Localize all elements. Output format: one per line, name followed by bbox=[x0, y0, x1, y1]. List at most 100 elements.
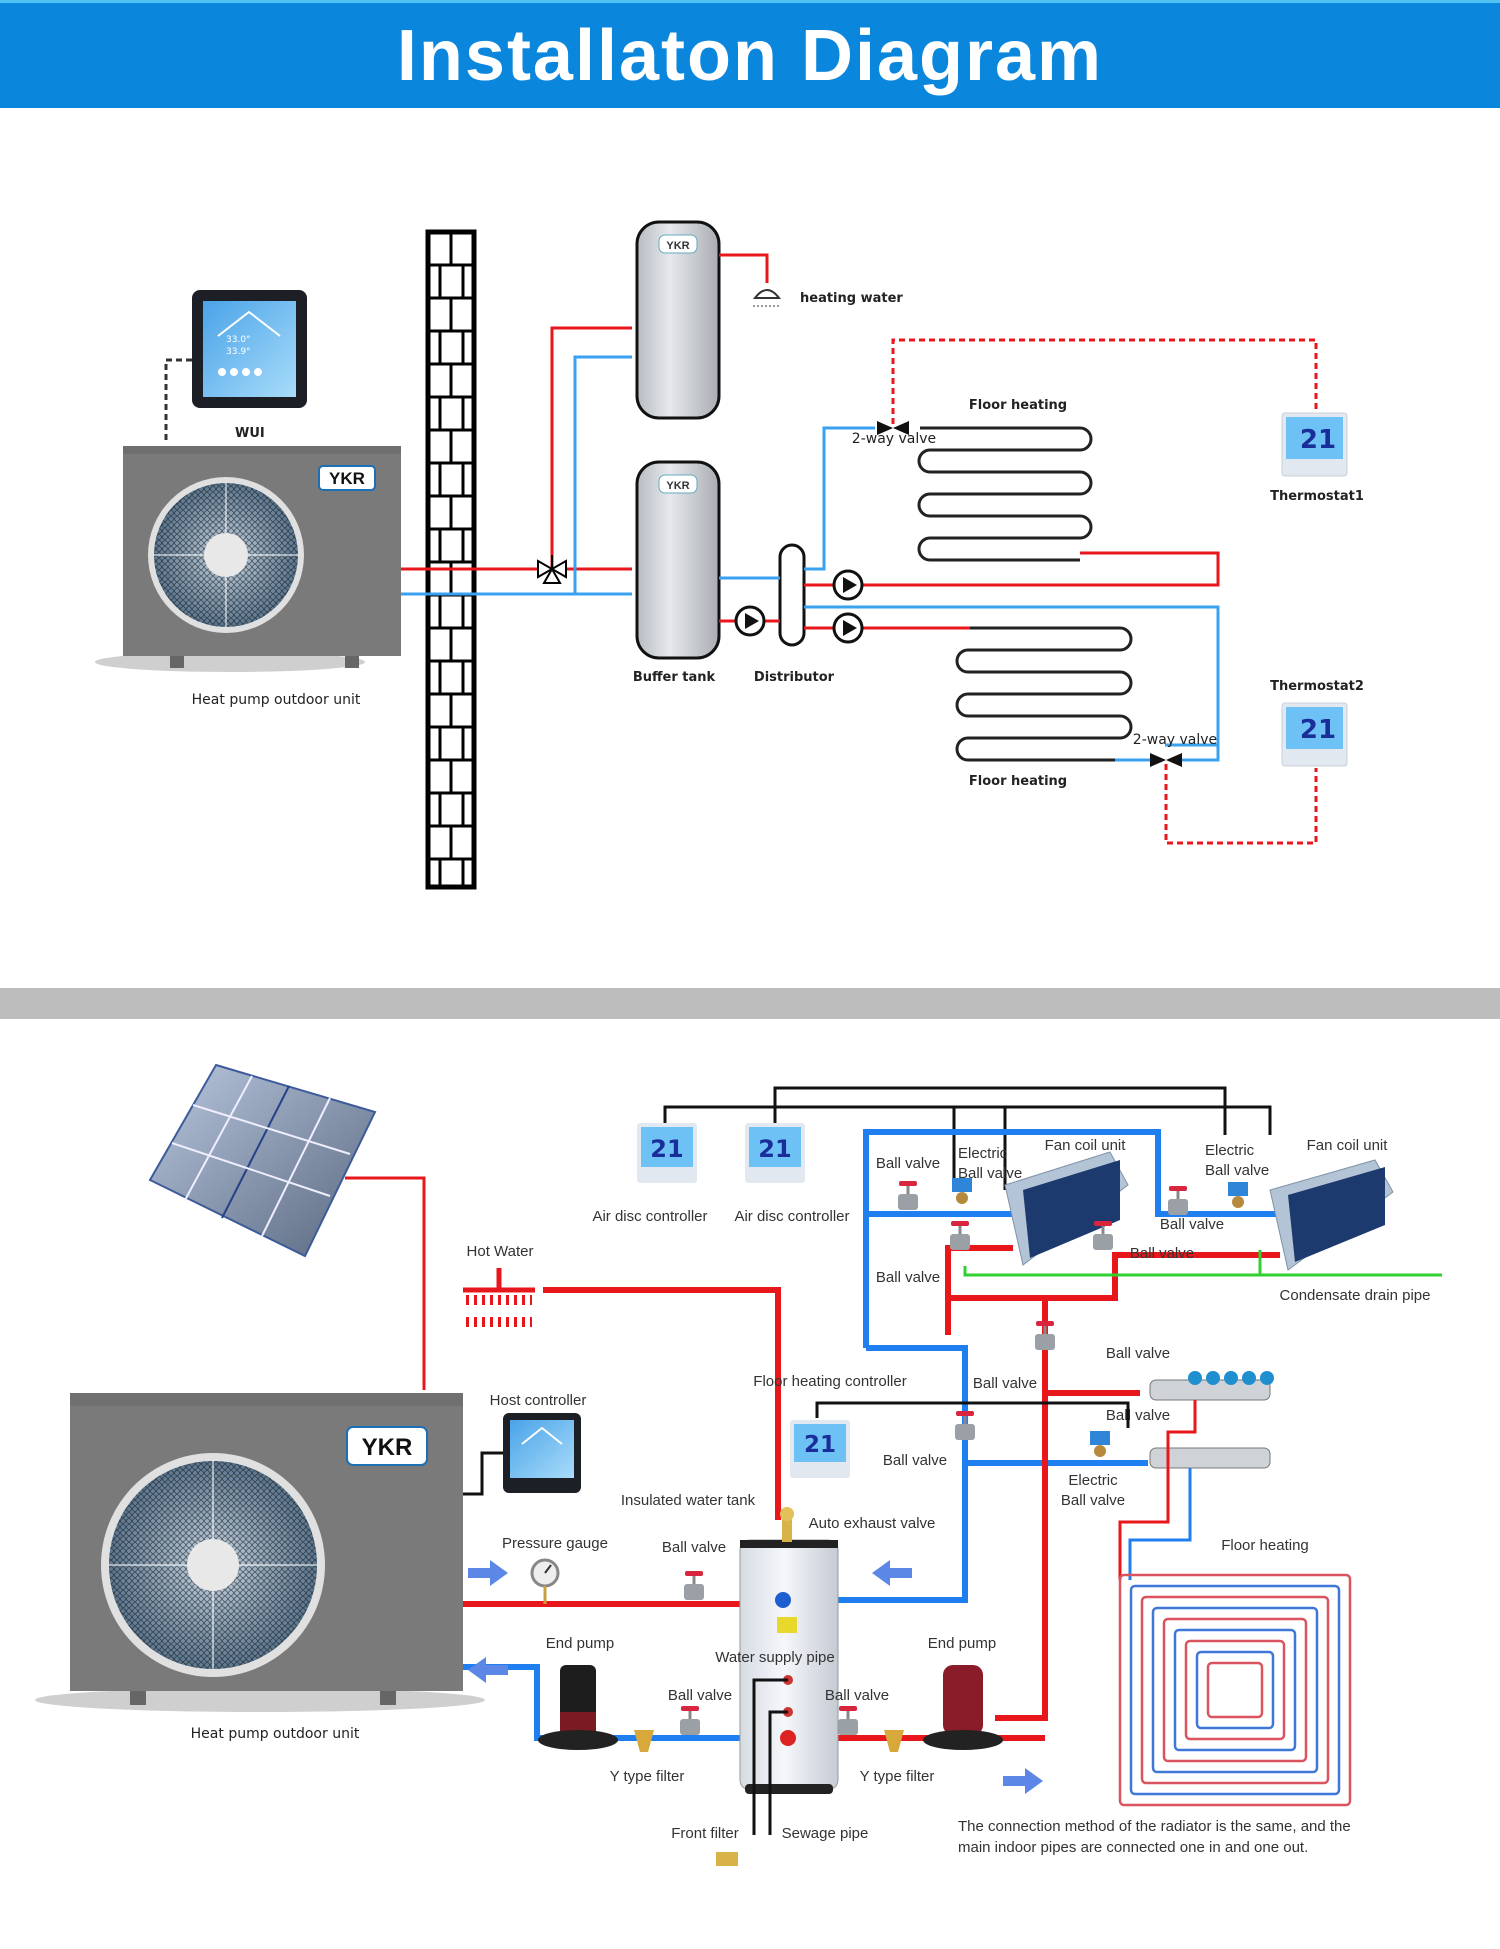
electric-ball-valve-1-label-line1: Electric bbox=[958, 1145, 1008, 1162]
buffer-tank: YKR bbox=[635, 460, 721, 660]
electric-ball-valve-2-label-line2: Ball valve bbox=[1205, 1162, 1269, 1179]
air-disc-controller-2-label: Air disc controller bbox=[734, 1208, 849, 1225]
electric-ball-valve-icon bbox=[952, 1178, 972, 1204]
thermostat1: 21 bbox=[1281, 412, 1348, 477]
floor-heating-label: Floor heating bbox=[1221, 1537, 1309, 1554]
flow-arrow-icons bbox=[468, 1560, 1043, 1794]
outdoor-unit-1-label: Heat pump outdoor unit bbox=[192, 692, 361, 708]
svg-text:33.9°: 33.9° bbox=[226, 347, 251, 357]
electric-ball-valve-3-label-line1: Electric bbox=[1068, 1472, 1118, 1489]
outdoor-unit-2-label: Heat pump outdoor unit bbox=[191, 1726, 360, 1742]
ball-valve-icon bbox=[680, 1706, 700, 1735]
floor-heating-loop bbox=[1173, 1628, 1297, 1752]
diagram-1: 33.0° 33.9° WUI YKR Heat pump outdoor un… bbox=[95, 220, 1364, 890]
diagram-2: YKR Heat pump outdoor unit Host controll… bbox=[35, 1063, 1442, 1866]
insulated-water-tank bbox=[739, 1539, 839, 1794]
ball-valve-icon bbox=[1168, 1186, 1188, 1215]
electric-ball-valve-icon bbox=[1090, 1431, 1110, 1457]
front-filter-label: Front filter bbox=[671, 1825, 739, 1842]
wui-label: WUI bbox=[235, 426, 265, 441]
wall bbox=[425, 229, 477, 890]
ball-valve-label: Ball valve bbox=[973, 1375, 1037, 1392]
thermostat1-label: Thermostat1 bbox=[1270, 489, 1364, 504]
tank-logo: YKR bbox=[666, 240, 689, 252]
host-controller-label: Host controller bbox=[490, 1392, 587, 1409]
floor-heating-controller: 21 bbox=[790, 1420, 850, 1478]
wui-controller: 33.0° 33.9° bbox=[192, 290, 307, 408]
floor-heating-loop bbox=[1206, 1661, 1264, 1719]
pump-icon bbox=[734, 605, 766, 637]
end-pump-left-label: End pump bbox=[546, 1635, 614, 1652]
ball-valve-label: Ball valve bbox=[883, 1452, 947, 1469]
ball-valve-label: Ball valve bbox=[876, 1155, 940, 1172]
ball-valve-icon bbox=[898, 1181, 918, 1210]
air-disc-controller-2: 21 bbox=[745, 1123, 805, 1183]
floor-heating-loop bbox=[1118, 1573, 1352, 1807]
front-filter-icon bbox=[716, 1852, 738, 1866]
condensate-drain-pipe-label: Condensate drain pipe bbox=[1280, 1287, 1431, 1304]
y-filter-right-label: Y type filter bbox=[860, 1768, 935, 1785]
ball-valve-label: Ball valve bbox=[1106, 1345, 1170, 1362]
distributor-label: Distributor bbox=[754, 670, 835, 685]
thermostat-display: 21 bbox=[650, 1135, 683, 1163]
pump-icon bbox=[832, 569, 864, 601]
fan-coil-unit-2-label: Fan coil unit bbox=[1307, 1137, 1389, 1154]
floor-heating-coil-top bbox=[917, 426, 1093, 562]
hot-water-label: Hot Water bbox=[467, 1243, 534, 1260]
water-supply-pipe-label: Water supply pipe bbox=[715, 1649, 835, 1666]
arrow-left-icon bbox=[872, 1560, 912, 1586]
fan-coil-unit-1 bbox=[1004, 1151, 1129, 1266]
ball-valve-label: Ball valve bbox=[1160, 1216, 1224, 1233]
tank-logo: YKR bbox=[666, 480, 689, 492]
section-divider bbox=[0, 988, 1500, 1019]
ball-valve-icon bbox=[1035, 1321, 1055, 1350]
outdoor-unit-2: YKR bbox=[35, 1393, 485, 1712]
buffer-tank-label: Buffer tank bbox=[633, 670, 716, 685]
ball-valve-label: Ball valve bbox=[1106, 1407, 1170, 1424]
thermostat1-wire bbox=[891, 338, 1318, 424]
arrow-right-icon bbox=[468, 1560, 508, 1586]
ball-valve-icon bbox=[950, 1221, 970, 1250]
shower-head-icon bbox=[463, 1268, 535, 1327]
ball-valve-icon bbox=[684, 1571, 704, 1600]
thermostat-display: 21 bbox=[1300, 425, 1336, 455]
insulated-water-tank-label: Insulated water tank bbox=[621, 1492, 756, 1509]
floor-heating-manifold-return bbox=[1149, 1447, 1271, 1469]
pressure-gauge-icon bbox=[530, 1558, 560, 1604]
electric-ball-valve-icon bbox=[1228, 1182, 1248, 1208]
two-way-valve-bottom bbox=[1150, 753, 1182, 767]
auto-exhaust-valve-icon bbox=[780, 1507, 794, 1542]
electric-ball-valve-3-label-line2: Ball valve bbox=[1061, 1492, 1125, 1509]
y-filter-right-icon bbox=[884, 1730, 904, 1752]
ball-valve-label: Ball valve bbox=[1130, 1245, 1194, 1262]
brand-logo: YKR bbox=[329, 469, 365, 488]
valve-top-label: 2-way valve bbox=[852, 431, 936, 447]
floor-heating-bottom-label: Floor heating bbox=[969, 774, 1067, 789]
thermostat-display: 21 bbox=[758, 1135, 791, 1163]
heating-water-label: heating water bbox=[800, 291, 903, 306]
shower-icon bbox=[752, 289, 782, 307]
two-way-valve-top bbox=[877, 421, 909, 435]
floor-heating-manifold-supply bbox=[1149, 1371, 1274, 1401]
floor-heating-loop bbox=[1195, 1650, 1275, 1730]
brand-logo: YKR bbox=[362, 1434, 413, 1461]
host-controller bbox=[503, 1413, 581, 1493]
thermostat2-label: Thermostat2 bbox=[1270, 679, 1364, 694]
valve-bottom-label: 2-way valve bbox=[1133, 732, 1217, 748]
air-disc-controller-1-label: Air disc controller bbox=[592, 1208, 707, 1225]
ball-valve-icon bbox=[955, 1411, 975, 1440]
solar-panel bbox=[148, 1063, 377, 1258]
electric-ball-valve-2-label-line1: Electric bbox=[1205, 1142, 1255, 1159]
floor-heating-spiral bbox=[1118, 1573, 1352, 1807]
three-way-valve bbox=[537, 555, 567, 584]
floor-heating-loop bbox=[1184, 1639, 1286, 1741]
floor-heating-loop bbox=[1151, 1606, 1319, 1774]
ball-valve-icon bbox=[1093, 1221, 1113, 1250]
ball-valve-label: Ball valve bbox=[668, 1687, 732, 1704]
ball-valve-label: Ball valve bbox=[662, 1539, 726, 1556]
floor-heating-coil-bottom bbox=[955, 626, 1133, 762]
ball-valve-label: Ball valve bbox=[876, 1269, 940, 1286]
wui-signal-wire bbox=[164, 358, 192, 440]
air-disc-controller-1: 21 bbox=[637, 1123, 697, 1183]
